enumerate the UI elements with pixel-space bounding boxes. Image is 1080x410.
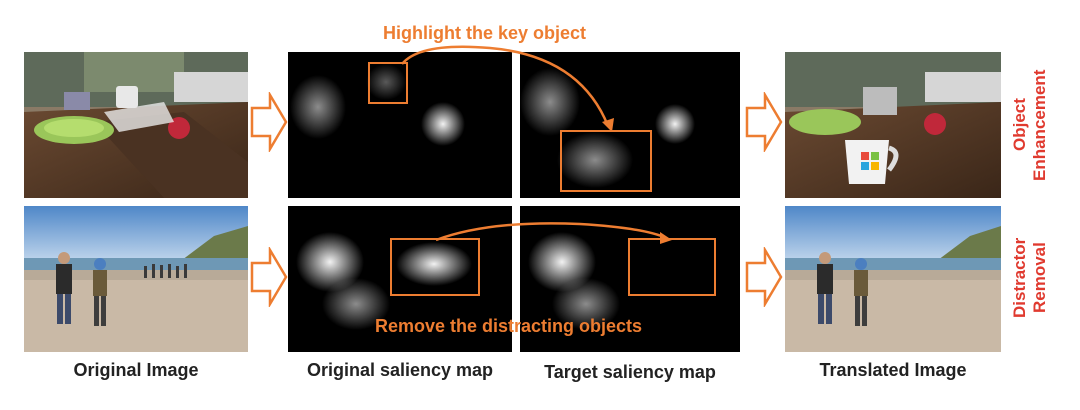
- distractor-box-original: [390, 238, 480, 296]
- original-saliency-map-top: [288, 52, 512, 198]
- object-enhancement-label: Object Enhancement: [1010, 69, 1049, 181]
- key-object-box-target: [560, 130, 652, 192]
- big-arrow-right-icon: [250, 247, 288, 307]
- caption-original-saliency: Original saliency map: [306, 360, 494, 380]
- original-image-beach: [24, 206, 248, 352]
- distractor-removal-label: Distractor Removal: [1010, 237, 1049, 319]
- original-image-table: [24, 52, 248, 198]
- highlight-curve-arrow: [401, 45, 614, 132]
- big-arrow-right-icon: [745, 247, 783, 307]
- highlight-annotation: Highlight the key object: [383, 23, 587, 43]
- translated-image-top: [785, 52, 1001, 198]
- key-object-box-original: [368, 62, 408, 104]
- caption-original-image: Original Image: [73, 360, 199, 380]
- big-arrow-right-icon: [745, 92, 783, 152]
- distractor-box-target: [628, 238, 716, 296]
- translated-image-bottom: [785, 206, 1001, 352]
- target-saliency-map-top: [520, 52, 740, 198]
- big-arrow-right-icon: [250, 92, 288, 152]
- caption-translated-image: Translated Image: [819, 360, 967, 380]
- remove-annotation: Remove the distracting objects: [375, 316, 643, 336]
- target-saliency-map-bottom: [520, 206, 740, 352]
- caption-target-saliency: Target saliency map: [544, 362, 716, 382]
- remove-curve-arrow: [435, 222, 672, 244]
